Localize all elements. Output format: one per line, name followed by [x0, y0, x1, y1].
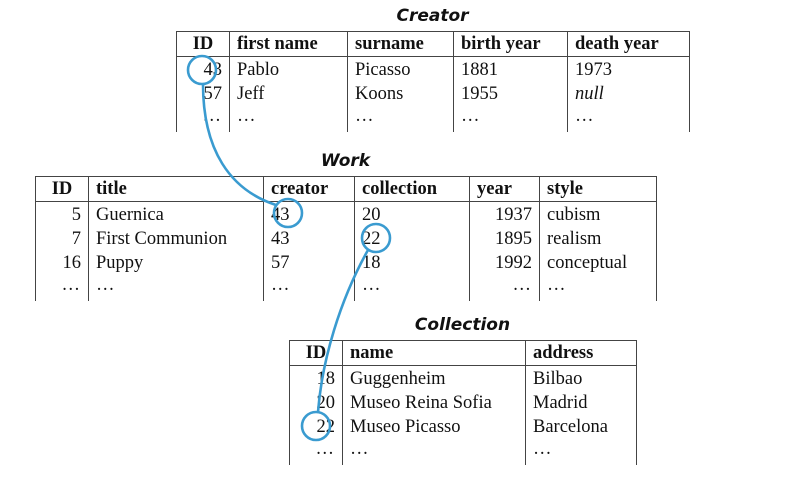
cell-id: 16 — [35, 251, 89, 275]
cell: … — [539, 275, 657, 301]
table-row: 20 Museo Reina Sofia Madrid — [289, 391, 637, 415]
cell: … — [453, 106, 568, 132]
cell: 22 — [354, 227, 470, 251]
cell: … — [176, 106, 230, 132]
table-row: 16 Puppy 57 18 1992 conceptual — [35, 251, 657, 275]
column-header: birth year — [453, 31, 568, 57]
column-header: death year — [567, 31, 690, 57]
cell: … — [289, 439, 343, 465]
cell: Guernica — [88, 201, 264, 227]
column-header: name — [342, 340, 526, 366]
cell: 1992 — [469, 251, 540, 275]
collection-header-row: ID name address — [289, 340, 637, 366]
table-row-ellipsis: … … … — [289, 439, 637, 465]
cell: … — [567, 106, 690, 132]
cell: … — [35, 275, 89, 301]
cell-id: 18 — [289, 365, 343, 391]
cell: Pablo — [229, 56, 348, 82]
collection-table-title: Collection — [414, 315, 511, 335]
column-header: surname — [347, 31, 454, 57]
cell: cubism — [539, 201, 657, 227]
table-row: 22 Museo Picasso Barcelona — [289, 415, 637, 439]
cell: Guggenheim — [342, 365, 526, 391]
column-header: collection — [354, 176, 470, 202]
column-header: first name — [229, 31, 348, 57]
cell-id: 5 — [35, 201, 89, 227]
column-header: ID — [35, 176, 89, 202]
cell: 43 — [263, 227, 355, 251]
cell: … — [525, 439, 637, 465]
column-header: style — [539, 176, 657, 202]
table-row: 5 Guernica 43 20 1937 cubism — [35, 201, 657, 227]
cell: Madrid — [525, 391, 637, 415]
cell: Koons — [347, 82, 454, 106]
cell: … — [229, 106, 348, 132]
table-row: 7 First Communion 43 22 1895 realism — [35, 227, 657, 251]
cell: Picasso — [347, 56, 454, 82]
creator-header-row: ID first name surname birth year death y… — [176, 31, 690, 57]
cell: … — [88, 275, 264, 301]
column-header: year — [469, 176, 540, 202]
cell: 43 — [263, 201, 355, 227]
cell-id: 43 — [176, 56, 230, 82]
table-row: 57 Jeff Koons 1955 null — [176, 82, 690, 106]
collection-table: ID name address 18 Guggenheim Bilbao 20 … — [289, 340, 637, 465]
cell: Barcelona — [525, 415, 637, 439]
cell: … — [469, 275, 540, 301]
table-row-ellipsis: … … … … … … — [35, 275, 657, 301]
cell: realism — [539, 227, 657, 251]
cell-id: 22 — [289, 415, 343, 439]
cell: … — [347, 106, 454, 132]
cell: 1937 — [469, 201, 540, 227]
creator-table-title: Creator — [396, 6, 469, 26]
column-header: ID — [289, 340, 343, 366]
cell: Puppy — [88, 251, 264, 275]
creator-table: ID first name surname birth year death y… — [176, 31, 690, 132]
cell: … — [354, 275, 470, 301]
cell: conceptual — [539, 251, 657, 275]
cell: Bilbao — [525, 365, 637, 391]
table-row: 18 Guggenheim Bilbao — [289, 365, 637, 391]
cell: Museo Reina Sofia — [342, 391, 526, 415]
column-header: creator — [263, 176, 355, 202]
cell: 20 — [354, 201, 470, 227]
table-row: 43 Pablo Picasso 1881 1973 — [176, 56, 690, 82]
cell-id: 20 — [289, 391, 343, 415]
cell: 57 — [263, 251, 355, 275]
cell: 1955 — [453, 82, 568, 106]
cell-id: 7 — [35, 227, 89, 251]
column-header: ID — [176, 31, 230, 57]
column-header: address — [525, 340, 637, 366]
cell: 1973 — [567, 56, 690, 82]
cell: First Communion — [88, 227, 264, 251]
column-header: title — [88, 176, 264, 202]
table-row-ellipsis: … … … … … — [176, 106, 690, 132]
cell: null — [567, 82, 690, 106]
cell: … — [263, 275, 355, 301]
cell: 1881 — [453, 56, 568, 82]
work-header-row: ID title creator collection year style — [35, 176, 657, 202]
cell: Jeff — [229, 82, 348, 106]
cell: 1895 — [469, 227, 540, 251]
cell: Museo Picasso — [342, 415, 526, 439]
cell: 18 — [354, 251, 470, 275]
cell: … — [342, 439, 526, 465]
work-table-title: Work — [320, 151, 371, 171]
work-table: ID title creator collection year style 5… — [35, 176, 657, 301]
cell-id: 57 — [176, 82, 230, 106]
